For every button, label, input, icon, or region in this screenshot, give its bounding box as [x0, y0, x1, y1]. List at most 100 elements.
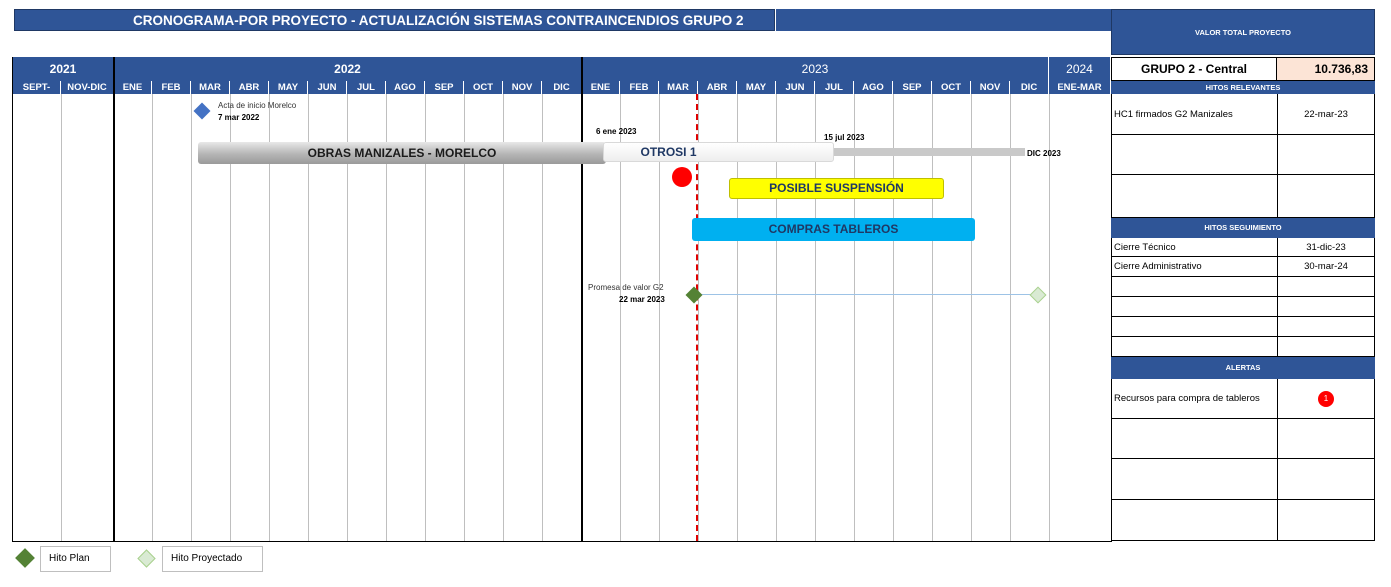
- year-2024: 2024: [1049, 57, 1111, 81]
- month-grid-line: [347, 94, 348, 541]
- month-header-cell: NOV: [503, 81, 542, 94]
- month-header-cell: FEB: [152, 81, 191, 94]
- legend-projected-icon: [137, 549, 156, 568]
- month-grid-line: [61, 94, 62, 541]
- month-header-cell: SEP: [893, 81, 932, 94]
- grupo-value: 10.736,83: [1277, 57, 1375, 81]
- month-header-cell: MAR: [191, 81, 230, 94]
- page-title: CRONOGRAMA-POR PROYECTO - ACTUALIZACIÓN …: [14, 9, 775, 31]
- month-grid-line: [230, 94, 231, 541]
- month-header-cell: OCT: [932, 81, 971, 94]
- month-header-cell: FEB: [620, 81, 659, 94]
- month-grid-line: [542, 94, 543, 541]
- suspension-bar[interactable]: POSIBLE SUSPENSIÓN: [729, 178, 944, 199]
- month-header-cell: ABR: [698, 81, 737, 94]
- month-grid-line: [425, 94, 426, 541]
- hs-rows-row: [1111, 277, 1375, 297]
- legend-plan-icon: [15, 548, 35, 568]
- hs-rows-date: 30-mar-24: [1304, 261, 1348, 272]
- month-header-cell: AGO: [854, 81, 893, 94]
- month-grid-line: [854, 94, 855, 541]
- month-grid-line: [971, 94, 972, 541]
- hr-rows-label: HC1 firmados G2 Manizales: [1114, 108, 1233, 120]
- al-rows-row: Recursos para compra de tableros 1: [1111, 379, 1375, 419]
- month-grid-line: [893, 94, 894, 541]
- al-rows-label: Recursos para compra de tableros: [1114, 393, 1260, 404]
- month-grid-line: [503, 94, 504, 541]
- dic-2023-label: DIC 2023: [1027, 149, 1061, 158]
- acta-date: 7 mar 2022: [218, 113, 260, 122]
- year-separator: [581, 57, 583, 541]
- month-header-cell: ABR: [230, 81, 269, 94]
- month-header-cell: NOV: [971, 81, 1010, 94]
- hs-rows-date: 31-dic-23: [1306, 241, 1346, 253]
- otrosi-start-date: 6 ene 2023: [596, 127, 637, 136]
- compras-bar[interactable]: COMPRAS TABLEROS: [692, 218, 975, 241]
- month-header-cell: NOV-DIC: [61, 81, 114, 94]
- month-header-cell: SEPT-OCT: [13, 81, 61, 106]
- otrosi-end-date: 15 jul 2023: [824, 133, 865, 142]
- month-grid-line: [1010, 94, 1011, 541]
- month-header-cell: AGO: [386, 81, 425, 94]
- month-grid-line: [269, 94, 270, 541]
- al-rows-row: [1111, 500, 1375, 541]
- month-grid-line: [737, 94, 738, 541]
- hs-rows-row: Cierre Técnico 31-dic-23: [1111, 238, 1375, 257]
- valor-total-header: VALOR TOTAL PROYECTO: [1111, 9, 1375, 55]
- otrosi-bar[interactable]: OTROSI 1: [603, 142, 834, 162]
- month-grid-line: [308, 94, 309, 541]
- month-grid-line: [659, 94, 660, 541]
- month-grid-line: [932, 94, 933, 541]
- month-header-cell: ENE: [582, 81, 620, 94]
- promesa-date: 22 mar 2023: [619, 295, 665, 304]
- al-rows-row: [1111, 419, 1375, 459]
- alertas-header: ALERTAS: [1111, 357, 1375, 379]
- obras-bar[interactable]: OBRAS MANIZALES - MORELCO: [198, 142, 606, 164]
- year-2021: 2021: [13, 57, 114, 81]
- month-grid-line: [620, 94, 621, 541]
- month-header-cell: MAY: [269, 81, 308, 94]
- month-header-cell: ENE-MAR: [1049, 81, 1111, 94]
- hs-rows-row: [1111, 337, 1375, 357]
- month-header-cell: JUL: [815, 81, 854, 94]
- title-bar-fill: [776, 9, 1111, 31]
- year-separator: [113, 57, 115, 541]
- month-grid-line: [776, 94, 777, 541]
- hitos-relevantes-header: HITOS RELEVANTES: [1111, 81, 1375, 94]
- hs-rows-row: [1111, 317, 1375, 337]
- hitos-seguimiento-header: HITOS SEGUIMIENTO: [1111, 218, 1375, 238]
- alert-badge-icon: 1: [1318, 390, 1334, 407]
- month-header-cell: MAY: [737, 81, 776, 94]
- month-header-cell: OCT: [464, 81, 503, 94]
- al-rows-row: [1111, 459, 1375, 500]
- promesa-link-line: [697, 294, 1032, 295]
- extension-bar: [833, 148, 1025, 156]
- year-2023: 2023: [582, 57, 1049, 81]
- month-grid-line: [698, 94, 699, 541]
- promesa-label: Promesa de valor G2: [588, 283, 664, 292]
- hs-rows-row: [1111, 297, 1375, 317]
- month-grid-line: [815, 94, 816, 541]
- month-header-cell: DIC: [542, 81, 582, 94]
- gantt-grid: [12, 57, 1112, 542]
- month-grid-line: [386, 94, 387, 541]
- hs-rows-label: Cierre Técnico: [1114, 241, 1176, 253]
- month-grid-line: [1049, 94, 1050, 541]
- hr-rows-row: [1111, 175, 1375, 218]
- month-header-cell: JUL: [347, 81, 386, 94]
- month-header-cell: DIC: [1010, 81, 1049, 94]
- alert-dot-icon[interactable]: [672, 167, 692, 187]
- year-2022: 2022: [114, 57, 582, 81]
- hs-rows-label: Cierre Administrativo: [1114, 261, 1202, 272]
- legend-projected-label: Hito Proyectado: [162, 546, 263, 572]
- hr-rows-row: [1111, 135, 1375, 175]
- hs-rows-row: Cierre Administrativo 30-mar-24: [1111, 257, 1375, 277]
- legend-plan-label: Hito Plan: [40, 546, 111, 572]
- month-header-cell: MAR: [659, 81, 698, 94]
- grupo-label: GRUPO 2 - Central: [1111, 57, 1277, 81]
- acta-label: Acta de inicio Morelco: [218, 101, 297, 110]
- today-line: [696, 94, 698, 541]
- month-grid-line: [191, 94, 192, 541]
- month-header-cell: JUN: [308, 81, 347, 94]
